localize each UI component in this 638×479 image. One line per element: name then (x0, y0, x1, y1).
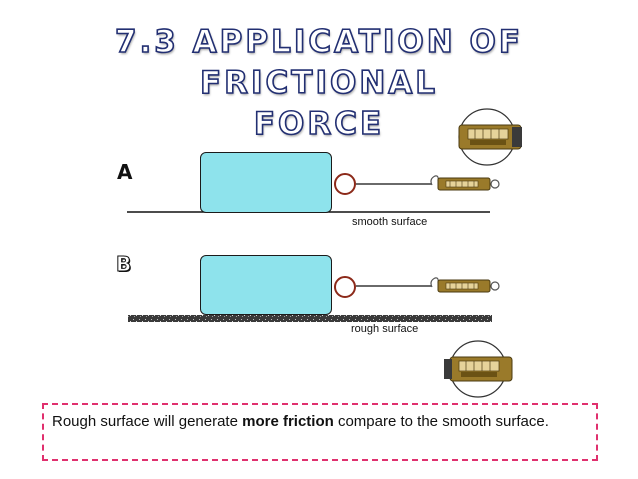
hook-ring-a (334, 173, 356, 195)
note-text-end: compare to the smooth surface. (333, 413, 549, 430)
magnified-balance-a-icon (458, 108, 522, 166)
conclusion-note-box: Rough surface will generate more frictio… (42, 403, 598, 461)
setup-b-label: B (115, 252, 132, 277)
slide-title-line-2: FORCE (253, 105, 385, 143)
spring-balance-a-icon (430, 175, 500, 191)
magnified-balance-b-icon (444, 340, 513, 398)
block-a (200, 152, 332, 213)
block-b (200, 255, 332, 315)
rough-surface-caption: rough surface (351, 323, 419, 335)
rough-surface-strip (128, 315, 492, 322)
smooth-surface-caption: smooth surface (352, 216, 428, 228)
note-text-emphasis: more friction (242, 413, 334, 430)
slide-title-line-1: 7.3 APPLICATION OF FRICTIONAL (114, 23, 524, 102)
note-text-start: Rough surface will generate (52, 413, 243, 430)
slide-title: 7.3 APPLICATION OF FRICTIONAL FORCE (0, 22, 638, 145)
spring-balance-b-icon (430, 277, 500, 293)
hook-ring-b (334, 276, 356, 298)
setup-a-label: A (117, 160, 133, 184)
